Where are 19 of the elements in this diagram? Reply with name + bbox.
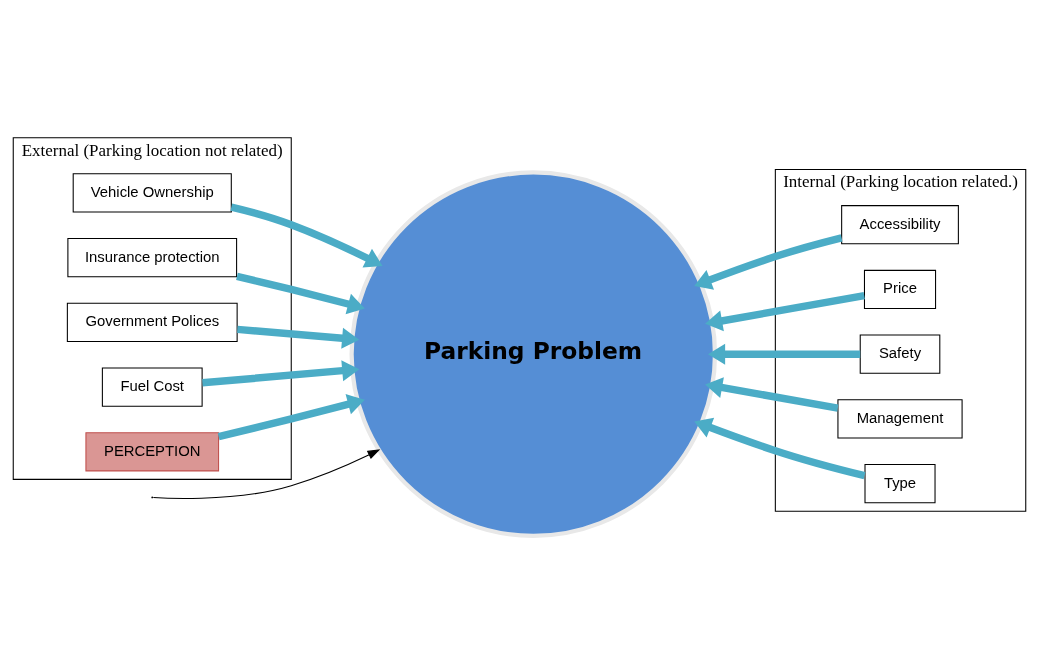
node-box: Vehicle Ownership xyxy=(72,172,232,213)
arrow xyxy=(694,233,843,290)
node-box: Safety xyxy=(859,334,941,374)
arrow xyxy=(707,343,861,365)
node-box: Insurance protection xyxy=(67,237,238,277)
node-box: Government Polices xyxy=(66,302,238,342)
arrow xyxy=(694,417,866,479)
node-box: Management xyxy=(837,398,963,439)
arrow xyxy=(217,393,365,440)
node-box: PERCEPTION xyxy=(85,431,220,471)
node-box: Price xyxy=(863,269,937,309)
arrow xyxy=(230,203,383,268)
arrow xyxy=(705,376,839,412)
node-box: Accessibility xyxy=(841,204,959,244)
node-box: Fuel Cost xyxy=(101,366,203,407)
arrow xyxy=(705,291,865,331)
arrow xyxy=(152,448,381,499)
node-box: Type xyxy=(864,463,936,503)
arrow xyxy=(236,272,365,314)
